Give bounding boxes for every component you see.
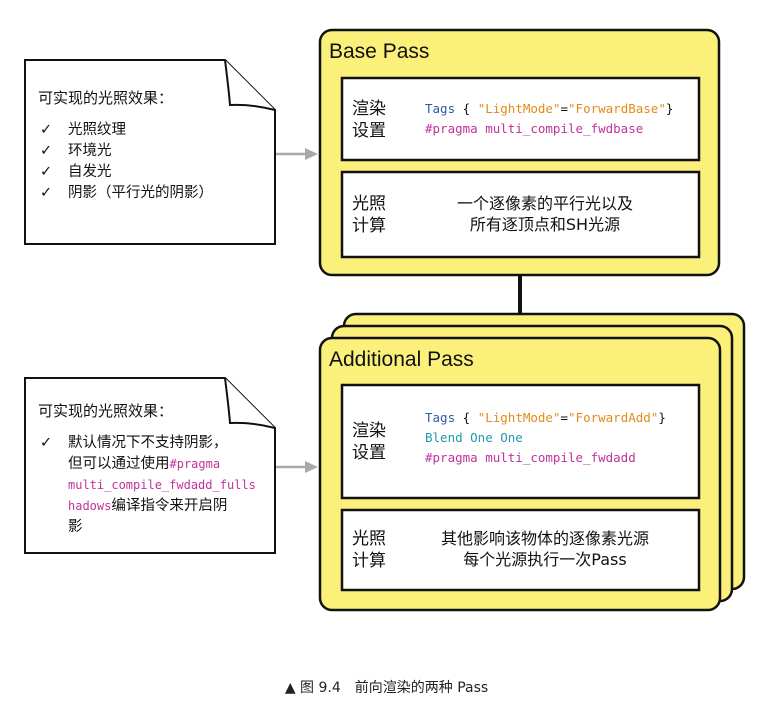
note-1-item: ✓自发光 (38, 162, 213, 183)
note-2-line: 影 (68, 519, 83, 535)
check-icon: ✓ (40, 185, 53, 201)
note-1-list: ✓光照纹理 ✓环境光 ✓自发光 ✓阴影（平行光的阴影） (38, 120, 213, 204)
base-render-code: Tags { "LightMode"="ForwardBase"} #pragm… (425, 99, 673, 139)
additional-tags-line: Tags { "LightMode"="ForwardAdd"} (425, 410, 666, 425)
note-2-code: multi_compile_fwdadd_fulls (68, 478, 256, 492)
note-2-code: hadows (68, 499, 112, 513)
check-icon: ✓ (40, 143, 53, 159)
note-1-item: ✓环境光 (38, 141, 213, 162)
additional-render-code: Tags { "LightMode"="ForwardAdd"} Blend O… (425, 408, 666, 468)
base-lighting-label: 光照 计算 (352, 194, 386, 236)
note-2-line: hadows编译指令来开启阴 (68, 498, 228, 514)
base-lighting-text: 一个逐像素的平行光以及 所有逐顶点和SH光源 (456, 194, 633, 234)
additional-render-label: 渲染 设置 (352, 421, 386, 463)
note-2-title: 可实现的光照效果： (38, 402, 174, 420)
note-arrow-1 (276, 148, 318, 160)
note-fold-1 (224, 59, 276, 111)
note-2-code: #pragma (169, 457, 221, 471)
note-2: 可实现的光照效果： ✓ 默认情况下不支持阴影， 但可以通过使用#pragma m… (38, 400, 270, 538)
note-2-line: 默认情况下不支持阴影， (68, 435, 228, 451)
check-icon: ✓ (40, 122, 53, 138)
base-pragma-line: #pragma multi_compile_fwdbase (425, 121, 644, 136)
note-box-1 (24, 59, 276, 245)
base-pass-title: Base Pass (329, 40, 430, 63)
note-1-item: ✓阴影（平行光的阴影） (38, 183, 213, 204)
base-tags-line: Tags { "LightMode"="ForwardBase"} (425, 101, 674, 116)
note-1-item: ✓光照纹理 (38, 120, 213, 141)
note-2-item: ✓ 默认情况下不支持阴影， 但可以通过使用#pragma multi_compi… (38, 433, 270, 538)
additional-lighting-label: 光照 计算 (352, 529, 386, 571)
additional-lighting-box (340, 508, 701, 592)
figure-caption: ▲ 图 9.4 前向渲染的两种 Pass (284, 680, 489, 696)
base-render-settings-box (340, 76, 701, 162)
additional-blend-line: Blend One One (425, 430, 523, 445)
note-fold-2 (224, 377, 276, 429)
additional-pragma-line: #pragma multi_compile_fwdadd (425, 450, 636, 465)
additional-render-settings-box (340, 383, 701, 500)
check-icon: ✓ (40, 164, 53, 180)
note-1-title: 可实现的光照效果： (38, 89, 174, 107)
additional-pass-title: Additional Pass (329, 348, 474, 371)
base-lighting-box (340, 170, 701, 259)
additional-lighting-text: 其他影响该物体的逐像素光源 每个光源执行一次Pass (440, 529, 649, 569)
note-1: 可实现的光照效果： ✓光照纹理 ✓环境光 ✓自发光 ✓阴影（平行光的阴影） (38, 87, 213, 204)
note-2-line: 但可以通过使用#pragma (68, 456, 221, 472)
check-icon: ✓ (40, 435, 53, 451)
note-arrow-2 (276, 461, 318, 473)
base-render-label: 渲染 设置 (352, 99, 386, 141)
note-box-2 (24, 377, 276, 554)
